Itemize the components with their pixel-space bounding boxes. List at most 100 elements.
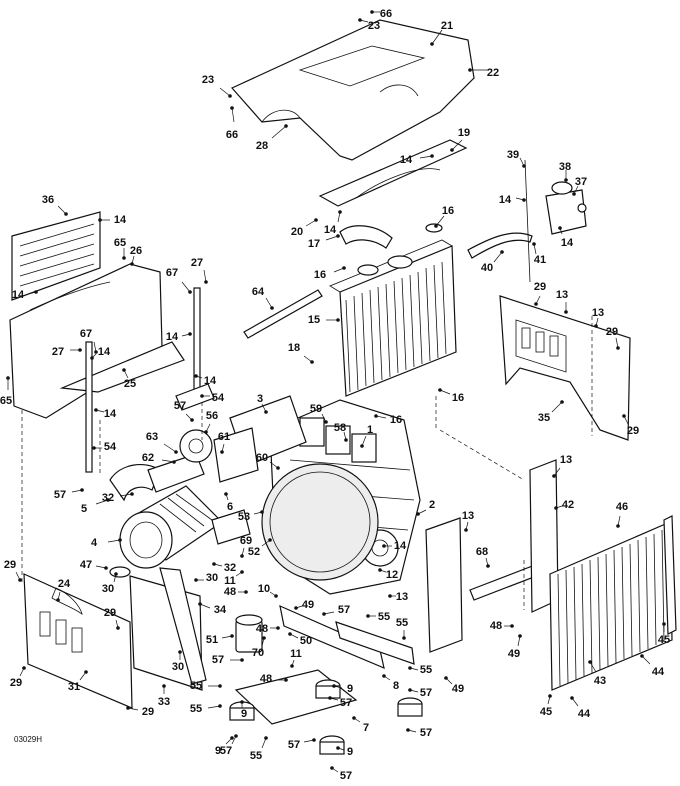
callout-44: 44	[640, 654, 665, 678]
callout-number: 14	[204, 375, 217, 387]
callout-number: 13	[462, 510, 474, 522]
leader-line	[203, 269, 207, 283]
intake-hose	[147, 453, 205, 493]
callout-55: 55	[366, 611, 390, 623]
leader-dot	[288, 632, 292, 636]
callout-number: 15	[308, 314, 320, 326]
callout-17: 17	[308, 234, 340, 250]
callout-number: 34	[214, 604, 227, 616]
callout-number: 50	[300, 635, 312, 647]
callout-65: 65	[114, 237, 126, 260]
leader-dot	[264, 410, 268, 414]
callout-number: 70	[252, 647, 264, 659]
leader-dot	[416, 512, 420, 516]
callout-number: 57	[420, 687, 432, 699]
leader-dot	[548, 694, 552, 698]
support-rod-left	[85, 341, 93, 473]
callout-number: 43	[594, 675, 606, 687]
callout-number: 66	[226, 129, 238, 141]
callout-18: 18	[288, 342, 314, 364]
callout-39: 39	[507, 149, 526, 168]
leader-line	[181, 281, 191, 293]
leader-dot	[622, 414, 626, 418]
leader-line	[161, 459, 175, 463]
leader-dot	[204, 430, 208, 434]
callout-number: 23	[202, 74, 214, 86]
leader-dot	[94, 408, 98, 412]
callout-number: 29	[104, 607, 116, 619]
callout-number: 23	[368, 20, 380, 32]
callout-70: 70	[252, 636, 266, 659]
callout-number: 57	[420, 727, 432, 739]
callout-32: 32	[102, 492, 134, 504]
callout-62: 62	[142, 452, 176, 464]
callout-number: 14	[324, 224, 337, 236]
callout-4: 4	[91, 537, 122, 549]
callout-50: 50	[288, 632, 312, 647]
callout-number: 32	[102, 492, 114, 504]
leader-dot	[228, 94, 232, 98]
leader-dot	[240, 570, 244, 574]
callout-13: 13	[592, 307, 604, 328]
callout-32: 32	[212, 562, 236, 574]
callout-number: 67	[80, 328, 92, 340]
callout-number: 48	[256, 623, 268, 635]
callout-45: 45	[658, 622, 670, 646]
callout-16: 16	[374, 414, 402, 426]
callout-9: 9	[332, 683, 353, 695]
leader-dot	[312, 738, 316, 742]
callout-37: 37	[572, 176, 587, 196]
callout-number: 16	[442, 205, 454, 217]
callout-57: 57	[54, 488, 84, 501]
callout-number: 60	[256, 452, 268, 464]
callout-number: 14	[561, 237, 574, 249]
leader-dot	[558, 226, 562, 230]
callout-number: 57	[338, 604, 350, 616]
callout-number: 21	[441, 20, 453, 32]
callout-number: 57	[340, 770, 352, 782]
grille-side-45	[663, 515, 677, 635]
leader-line	[305, 219, 317, 227]
leader-dot	[268, 538, 272, 542]
flywheel-housing	[261, 463, 379, 581]
leader-dot	[406, 728, 410, 732]
callout-number: 31	[68, 681, 80, 693]
callout-number: 26	[130, 245, 142, 257]
leader-dot	[118, 538, 122, 542]
leader-dot	[564, 310, 568, 314]
callout-number: 64	[252, 286, 265, 298]
callout-48: 48	[256, 623, 280, 635]
callout-number: 17	[308, 238, 320, 250]
leader-dot	[114, 572, 118, 576]
leader-dot	[230, 634, 234, 638]
callout-57: 57	[328, 696, 352, 709]
leader-dot	[486, 564, 490, 568]
leader-dot	[84, 670, 88, 674]
callout-number: 16	[452, 392, 464, 404]
callout-11: 11	[224, 570, 244, 587]
callout-number: 29	[606, 326, 618, 338]
callout-54: 54	[92, 441, 117, 453]
leader-dot	[662, 622, 666, 626]
callout-number: 54	[104, 441, 117, 453]
callout-57: 57	[174, 400, 194, 422]
callout-number: 11	[290, 648, 302, 660]
callout-number: 9	[347, 683, 353, 695]
callout-29: 29	[4, 559, 22, 582]
leader-line	[57, 205, 67, 215]
leader-dot	[64, 212, 68, 216]
callout-30: 30	[172, 650, 184, 673]
leader-dot	[640, 654, 644, 658]
leader-dot	[438, 388, 442, 392]
callout-number: 55	[250, 750, 262, 762]
callout-number: 59	[310, 403, 322, 415]
callout-29: 29	[622, 414, 639, 437]
callout-14: 14	[324, 210, 342, 236]
callout-number: 57	[212, 654, 224, 666]
callout-number: 14	[394, 540, 407, 552]
leader-dot	[260, 510, 264, 514]
callout-28: 28	[256, 124, 288, 152]
callout-14: 14	[382, 540, 407, 552]
